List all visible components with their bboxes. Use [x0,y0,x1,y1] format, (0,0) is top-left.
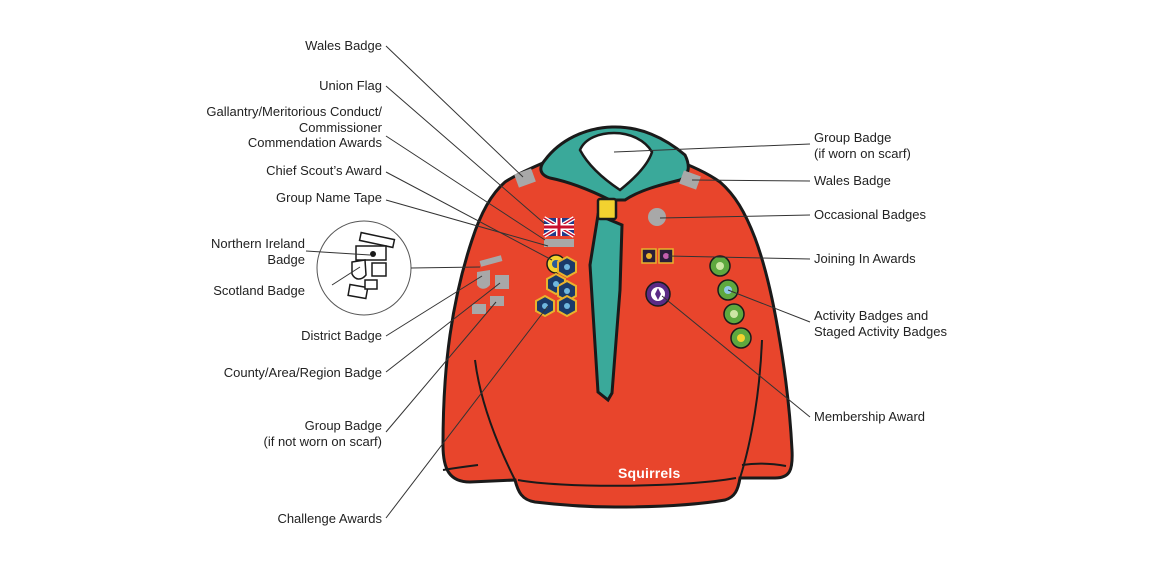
label-scotland-badge: Scotland Badge [180,283,305,299]
label-chief-scout-award: Chief Scout’s Award [220,163,382,179]
label-challenge-awards: Challenge Awards [220,511,382,527]
label-activity-badges: Activity Badges and Staged Activity Badg… [814,308,947,339]
label-northern-ireland-badge: Northern Ireland Badge [180,236,305,267]
label-county-badge: County/Area/Region Badge [200,365,382,381]
label-group-badge-scarf: Group Badge (if worn on scarf) [814,130,911,161]
woggle [598,199,616,219]
group-name-tape-patch [544,239,574,247]
label-membership-award: Membership Award [814,409,925,425]
label-group-badge-not-scarf: Group Badge (if not worn on scarf) [220,418,382,449]
label-wales-badge-left: Wales Badge [220,38,382,54]
label-occasional-badges: Occasional Badges [814,207,926,223]
label-group-name-tape: Group Name Tape [220,190,382,206]
union-flag-patch [544,218,574,236]
squirrels-wordmark: Squirrels [618,466,681,482]
label-union-flag: Union Flag [220,78,382,94]
magnified-badge-detail [317,221,411,315]
occasional-badge-patch [648,208,666,226]
label-district-badge: District Badge [220,328,382,344]
label-gallantry-awards: Gallantry/Meritorious Conduct/ Commissio… [180,104,382,151]
label-joining-in-awards: Joining In Awards [814,251,916,267]
label-wales-badge-right: Wales Badge [814,173,891,189]
